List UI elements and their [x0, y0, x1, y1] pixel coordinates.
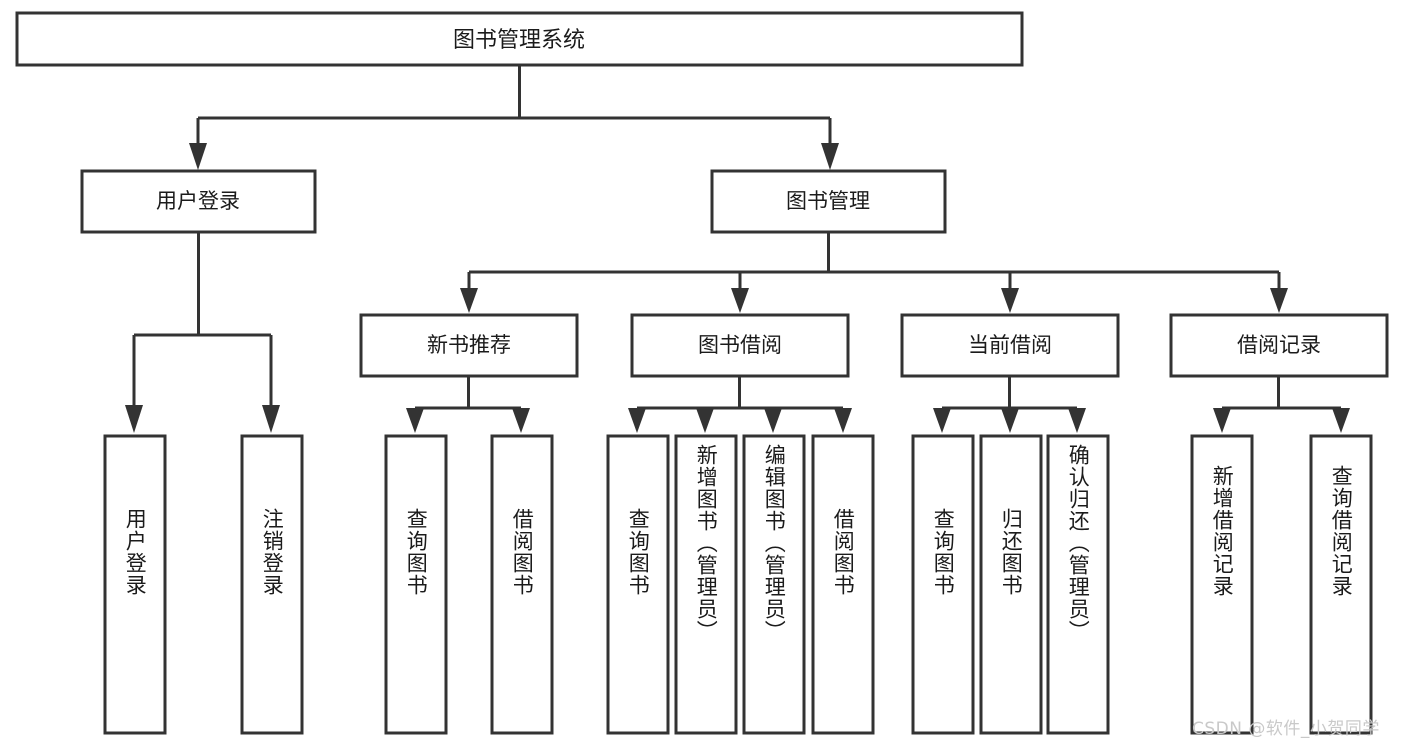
node-leaf-8[interactable] — [811, 434, 875, 735]
node-leaf-6[interactable] — [674, 434, 738, 735]
node-current-borrow[interactable]: 当前借阅 — [900, 313, 1120, 378]
connector-group-bookmanage-to-level3 — [460, 232, 1288, 313]
node-current-borrow-label: 当前借阅 — [968, 333, 1052, 357]
leaf-box-group — [103, 434, 1373, 735]
node-leaf-10[interactable] — [979, 434, 1043, 735]
node-leaf-3[interactable] — [384, 434, 448, 735]
csdn-watermark: CSDN @软件_小贺同学 — [1192, 719, 1380, 739]
node-book-borrow[interactable]: 图书借阅 — [630, 313, 850, 378]
node-user-login-label: 用户登录 — [156, 189, 240, 213]
connector-group-root-to-level2 — [189, 65, 839, 170]
connector-group-bookborrow-to-leaves — [628, 376, 852, 433]
node-new-book-rec-label: 新书推荐 — [427, 333, 511, 357]
node-book-manage-label: 图书管理 — [786, 189, 870, 213]
node-root-label: 图书管理系统 — [453, 28, 585, 53]
node-leaf-12[interactable] — [1190, 434, 1254, 735]
node-leaf-5[interactable] — [606, 434, 670, 735]
node-borrow-record[interactable]: 借阅记录 — [1169, 313, 1389, 378]
node-leaf-11[interactable] — [1046, 434, 1110, 735]
node-root[interactable]: 图书管理系统 — [15, 11, 1024, 67]
node-book-borrow-label: 图书借阅 — [698, 333, 782, 357]
connector-group-borrowrecord-to-leaves — [1213, 376, 1350, 433]
node-leaf-4[interactable] — [490, 434, 554, 735]
connector-group-currentborrow-to-leaves — [933, 376, 1086, 433]
connector-group-userlogin-to-leaves — [125, 232, 280, 433]
connector-group-newbookrec-to-leaves — [406, 376, 530, 433]
node-new-book-rec[interactable]: 新书推荐 — [359, 313, 579, 378]
node-user-login[interactable]: 用户登录 — [80, 169, 317, 234]
node-leaf-1[interactable] — [103, 434, 167, 735]
node-leaf-2[interactable] — [240, 434, 304, 735]
node-borrow-record-label: 借阅记录 — [1237, 333, 1321, 357]
node-book-manage[interactable]: 图书管理 — [710, 169, 947, 234]
node-leaf-13[interactable] — [1309, 434, 1373, 735]
node-leaf-9[interactable] — [911, 434, 975, 735]
node-leaf-7[interactable] — [742, 434, 806, 735]
